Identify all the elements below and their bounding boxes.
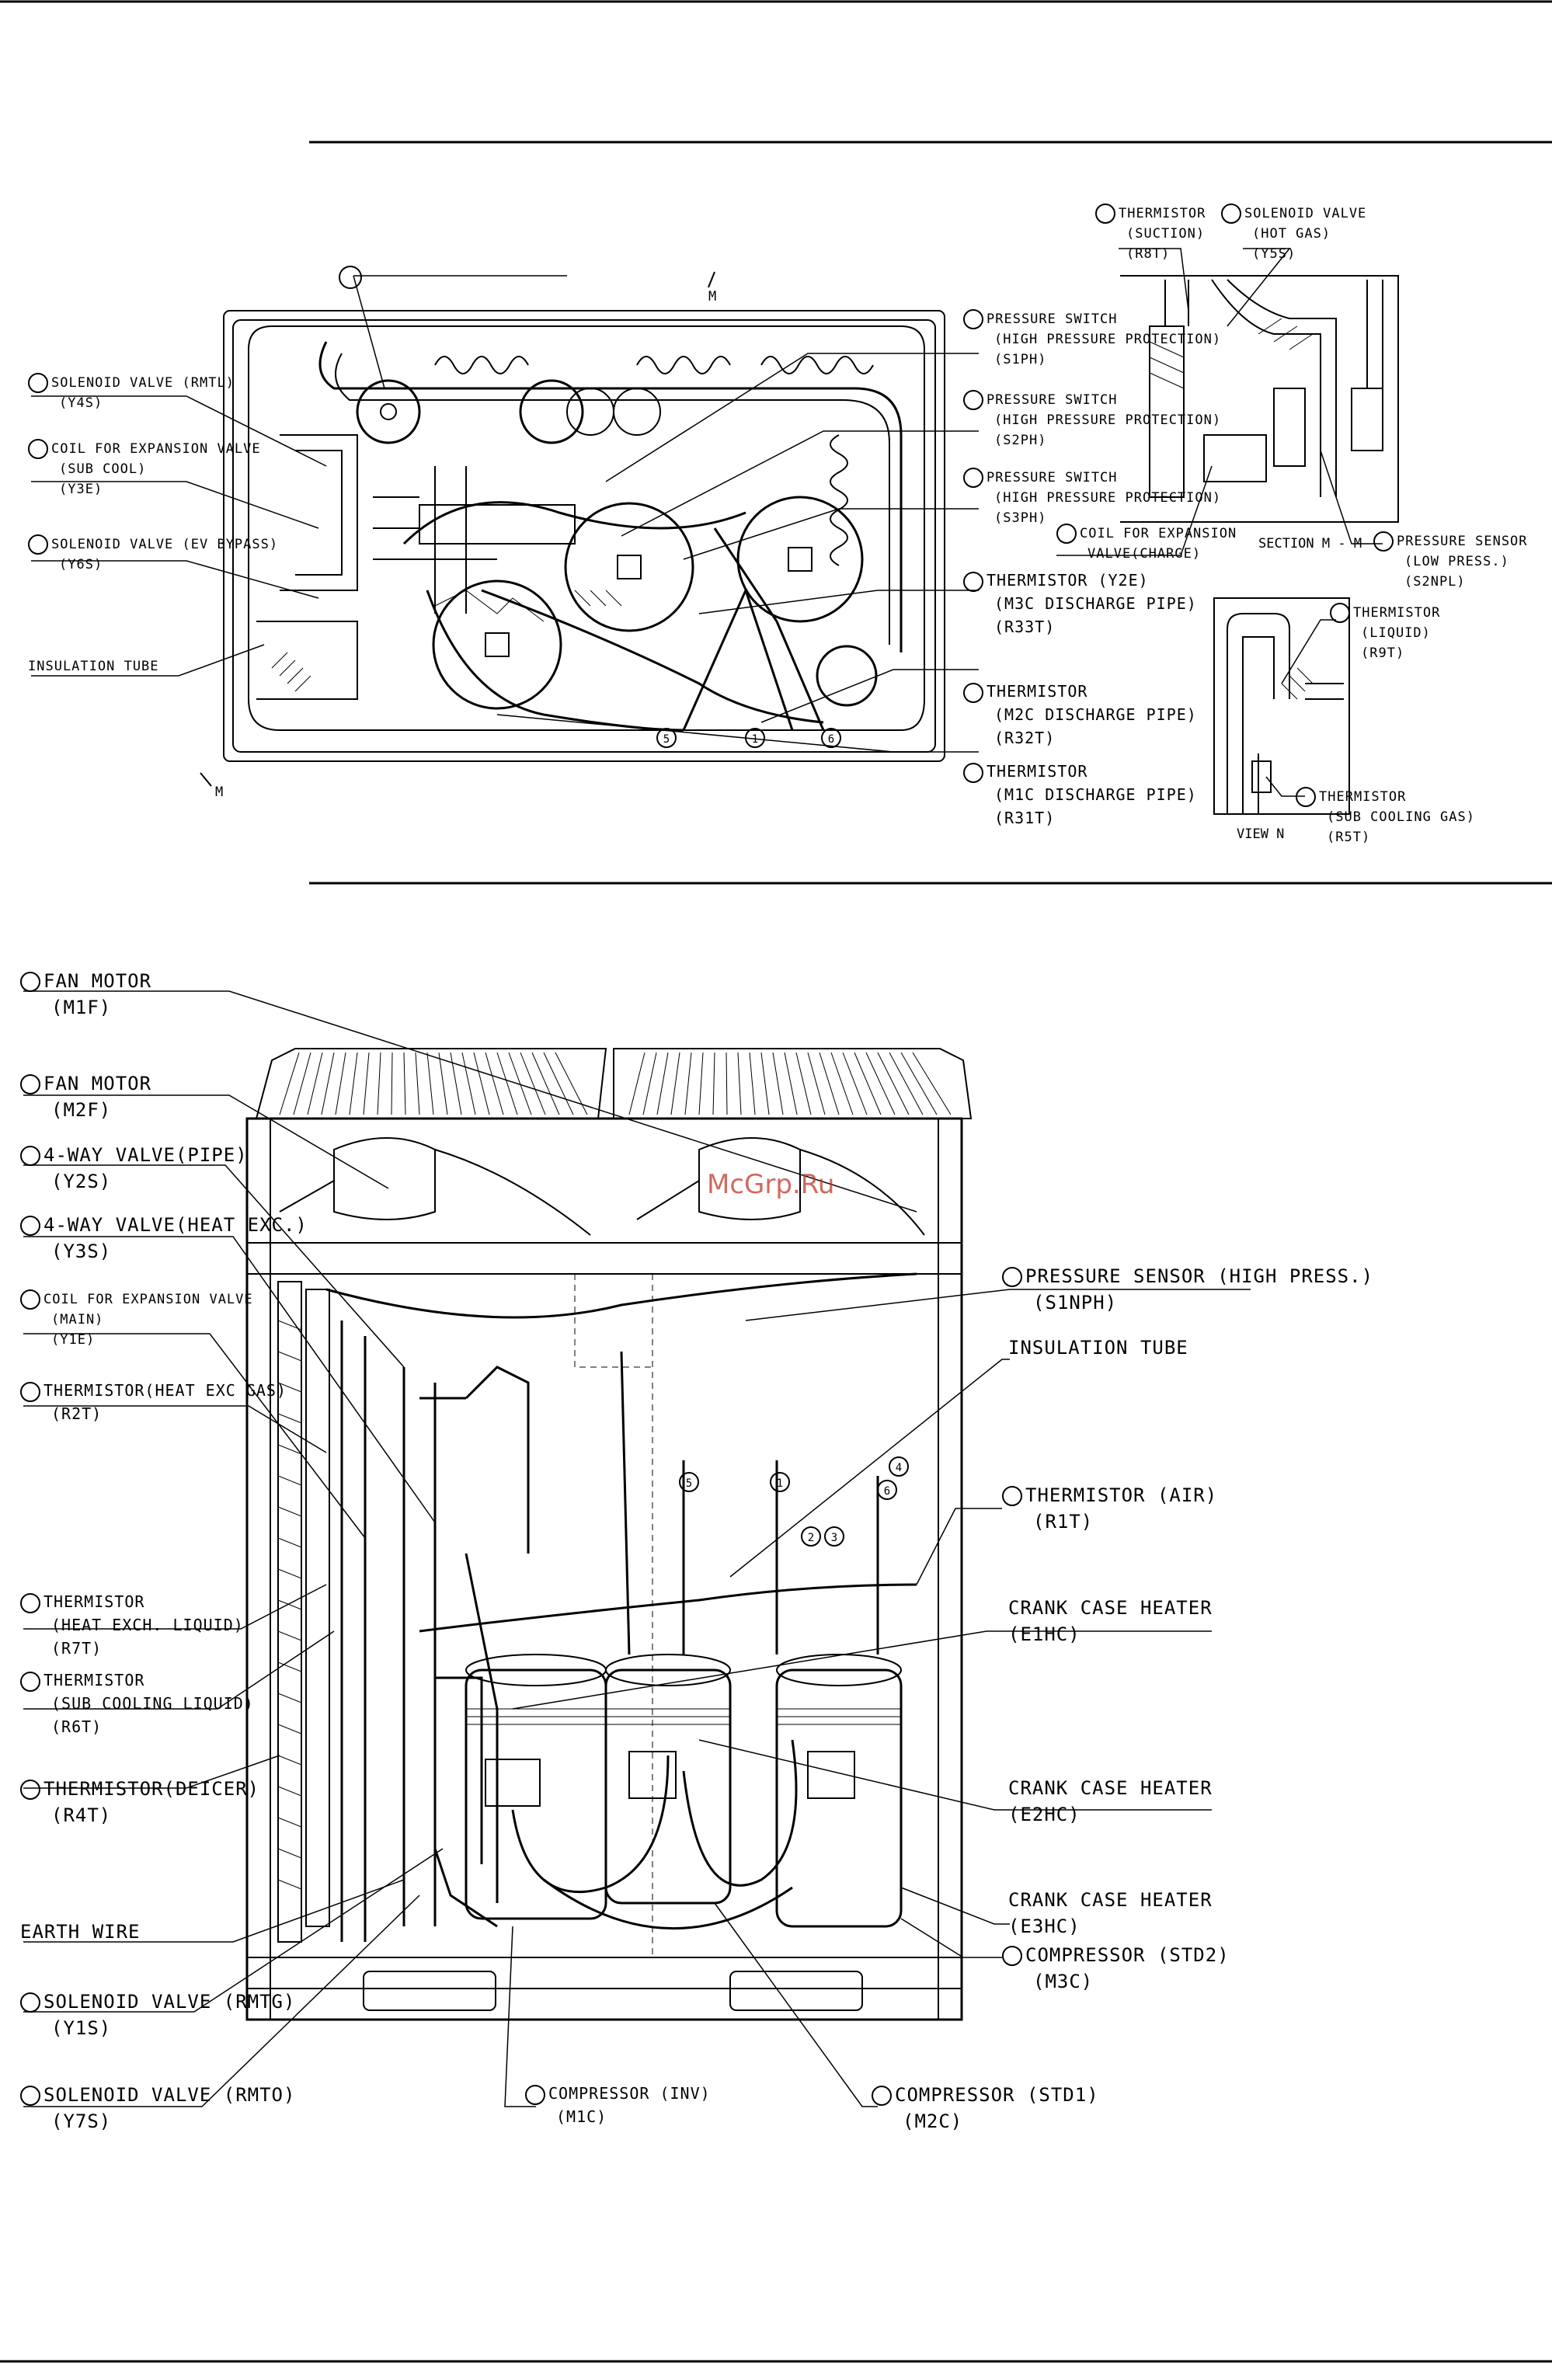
label-4way-valve-heat-exc: 4-WAY VALVE(HEAT EXC.) (Y3S) <box>20 1212 308 1265</box>
callout-circle-icon <box>20 1216 40 1236</box>
label-thermistor-sub-cooling-liquid: THERMISTOR (SUB COOLING LIQUID) (R6T) <box>20 1668 254 1738</box>
label-coil-expansion-sub-cool: COIL FOR EXPANSION VALVE (SUB COOL) (Y3E… <box>28 439 261 499</box>
label-thermistor-air: THERMISTOR (AIR) (R1T) <box>1002 1482 1217 1535</box>
watermark: McGrp.Ru <box>707 1169 835 1200</box>
callout-circle-icon <box>1002 1946 1022 1966</box>
label-thermistor-r33t: THERMISTOR (Y2E) (M3C DISCHARGE PIPE) (R… <box>963 569 1197 638</box>
callout-circle-icon <box>28 439 48 459</box>
compressor-m1c-side <box>465 1654 607 1920</box>
label-pressure-sensor-high: PRESSURE SENSOR (HIGH PRESS.) (S1NPH) <box>1002 1263 1373 1316</box>
callout-circle-icon <box>872 2086 892 2106</box>
side-leader-lines <box>23 990 1251 2107</box>
section-mark-top: M <box>708 289 717 304</box>
label-solenoid-valve-rmto: SOLENOID VALVE (RMTO) (Y7S) <box>20 2082 295 2135</box>
callout-circle-icon <box>963 468 983 488</box>
callout-circle-icon <box>1095 204 1115 224</box>
view-n-detail <box>1213 597 1350 815</box>
callout-circle-icon <box>20 2086 40 2106</box>
callout-circle-icon <box>20 1671 40 1692</box>
label-thermistor-r32t: THERMISTOR (M2C DISCHARGE PIPE) (R32T) <box>963 680 1197 750</box>
side-view-unit <box>245 1048 973 2021</box>
section-mark-bottom: M <box>215 785 224 800</box>
label-pressure-sensor-low: PRESSURE SENSOR (LOW PRESS.) (S2NPL) <box>1373 531 1528 592</box>
callout-circle-icon <box>1330 603 1350 623</box>
callout-circle-icon <box>1221 204 1241 224</box>
callout-circle-top-view <box>339 264 365 289</box>
callout-circle-icon <box>1373 531 1394 552</box>
callout-circle-icon <box>20 1074 40 1094</box>
label-insulation-tube-side: INSULATION TUBE <box>1008 1337 1188 1359</box>
callout-circle-icon <box>28 373 48 393</box>
label-fan-motor-m1f: FAN MOTOR (M1F) <box>20 968 151 1021</box>
marker-5-top: 5 <box>663 733 670 746</box>
section-m-m-label: SECTION M - M <box>1258 536 1362 552</box>
label-thermistor-deicer: THERMISTOR(DEICER) (R4T) <box>20 1776 259 1828</box>
label-compressor-std2: COMPRESSOR (STD2) (M3C) <box>1002 1942 1230 1995</box>
compressor-m3c-top <box>736 496 864 623</box>
callout-circle-icon <box>1002 1486 1022 1506</box>
compressor-m2c-top <box>564 502 694 632</box>
label-solenoid-valve-ev-bypass: SOLENOID VALVE (EV BYPASS) (Y6S) <box>28 534 278 575</box>
callout-circle-icon <box>20 1992 40 2013</box>
callout-circle-icon <box>20 1381 40 1402</box>
callout-circle-icon <box>20 1592 40 1613</box>
compressor-m1c-top <box>432 579 562 710</box>
marker-6-side: 6 <box>884 1485 890 1498</box>
label-compressor-inv: COMPRESSOR (INV) (M1C) <box>525 2082 711 2128</box>
callout-circle-icon <box>20 1780 40 1800</box>
callout-circle-icon <box>525 2084 545 2105</box>
compressor-m3c-side <box>775 1654 903 1928</box>
callout-circle-icon <box>339 265 362 289</box>
label-solenoid-valve-rmtl: SOLENOID VALVE (RMTL) (Y4S) <box>28 373 235 413</box>
marker-6-top: 6 <box>828 733 834 746</box>
marker-2-side: 2 <box>808 1532 814 1544</box>
label-pressure-switch-s2ph: PRESSURE SWITCH (HIGH PRESSURE PROTECTIO… <box>963 390 1221 451</box>
label-insulation-tube-top: INSULATION TUBE <box>28 659 159 674</box>
label-solenoid-valve-rmtg: SOLENOID VALVE (RMTG) (Y1S) <box>20 1989 295 2041</box>
top-view-unit <box>200 271 945 787</box>
marker-5-side: 5 <box>686 1477 692 1490</box>
label-crank-case-heater-e1hc: CRANK CASE HEATER (E1HC) <box>1008 1597 1213 1645</box>
label-thermistor-suction-r8t: THERMISTOR (SUCTION) (R8T) <box>1095 204 1206 264</box>
side-view-markers: 5 1 2 3 6 4 <box>679 1456 909 1547</box>
callout-circle-icon <box>1296 787 1316 807</box>
label-coil-expansion-main: COIL FOR EXPANSION VALVE (MAIN) (Y1E) <box>20 1289 253 1350</box>
compressor-m2c-side <box>604 1654 732 1905</box>
label-earth-wire: EARTH WIRE <box>20 1921 141 1943</box>
label-pressure-switch-s1ph: PRESSURE SWITCH (HIGH PRESSURE PROTECTIO… <box>963 309 1221 370</box>
marker-4-side: 4 <box>896 1462 902 1474</box>
label-coil-expansion-charge: COIL FOR EXPANSION VALVE(CHARGE) <box>1056 524 1237 564</box>
marker-1-side: 1 <box>777 1477 783 1490</box>
label-compressor-std1: COMPRESSOR (STD1) (M2C) <box>872 2082 1099 2135</box>
callout-circle-icon <box>963 309 983 329</box>
label-thermistor-liquid-r9t: THERMISTOR (LIQUID) (R9T) <box>1330 603 1440 663</box>
label-4way-valve-pipe: 4-WAY VALVE(PIPE) (Y2S) <box>20 1142 248 1195</box>
label-crank-case-heater-e3hc: CRANK CASE HEATER (E3HC) <box>1008 1889 1213 1937</box>
label-fan-motor-m2f: FAN MOTOR (M2F) <box>20 1070 151 1123</box>
label-crank-case-heater-e2hc: CRANK CASE HEATER (E2HC) <box>1008 1777 1213 1825</box>
callout-circle-icon <box>963 571 983 592</box>
label-thermistor-heat-exc-gas: THERMISTOR(HEAT EXC GAS) (R2T) <box>20 1379 287 1425</box>
accumulator-top <box>356 379 421 444</box>
label-solenoid-valve-hot-gas: SOLENOID VALVE (HOT GAS) (Y5S) <box>1221 204 1366 264</box>
callout-circle-icon <box>1002 1267 1022 1287</box>
callout-circle-icon <box>963 682 983 703</box>
label-thermistor-heat-exch-liquid: THERMISTOR (HEAT EXCH. LIQUID) (R7T) <box>20 1590 244 1660</box>
callout-circle-icon <box>28 534 48 555</box>
label-pressure-switch-s3ph: PRESSURE SWITCH (HIGH PRESSURE PROTECTIO… <box>963 468 1221 528</box>
section-m-m-detail <box>1120 275 1399 523</box>
callout-circle-icon <box>20 1289 40 1310</box>
callout-circle-icon <box>963 390 983 410</box>
callout-circle-icon <box>1056 524 1077 544</box>
callout-circle-icon <box>20 972 40 992</box>
marker-3-side: 3 <box>831 1532 837 1544</box>
view-n-label: VIEW N <box>1237 826 1285 842</box>
callout-circle-icon <box>963 762 983 783</box>
label-thermistor-sub-cooling-gas: THERMISTOR (SUB COOLING GAS) (R5T) <box>1296 787 1475 847</box>
label-thermistor-r31t: THERMISTOR (M1C DISCHARGE PIPE) (R31T) <box>963 760 1197 830</box>
callout-circle-icon <box>20 1146 40 1166</box>
